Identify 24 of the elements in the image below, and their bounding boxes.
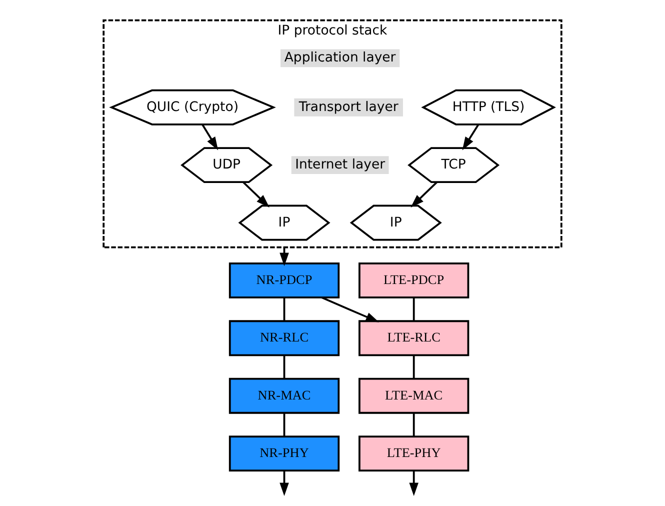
node-box: Transport layer <box>294 98 403 116</box>
connector <box>283 297 286 320</box>
node-box: LTE-MAC <box>358 377 470 414</box>
node-box: NR-MAC <box>228 377 340 414</box>
node-box: Internet layer <box>291 156 389 174</box>
node-box: NR-RLC <box>228 320 340 356</box>
node-box: NR-PHY <box>228 435 340 472</box>
arrow <box>462 123 480 150</box>
arrow <box>410 180 438 207</box>
node-box: LTE-RLC <box>358 320 470 356</box>
arrow <box>242 180 270 207</box>
arrow <box>321 296 380 322</box>
node-box: Application layer <box>280 48 400 67</box>
connector <box>283 354 286 378</box>
connector <box>283 412 286 436</box>
arrow <box>280 470 289 496</box>
arrow <box>202 123 218 150</box>
node-box: NR-PDCP <box>228 262 340 298</box>
node-box: LTE-PDCP <box>358 262 470 298</box>
connector <box>412 412 415 436</box>
node-box: LTE-PHY <box>358 435 470 472</box>
connector <box>412 354 415 378</box>
arrow <box>409 470 418 496</box>
connector <box>412 297 415 320</box>
